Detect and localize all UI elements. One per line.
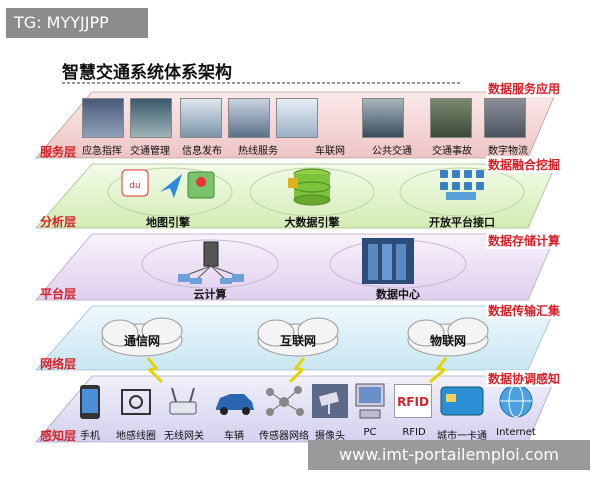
svg-text:du: du <box>129 181 140 191</box>
perception-caption-8: 城市一卡通 <box>437 431 487 442</box>
rfid-icon: RFID <box>394 384 432 418</box>
service-caption-6: 交通事故 <box>432 146 472 157</box>
analysis-caption-0: 地图引擎 <box>146 216 190 229</box>
pc-icon <box>355 383 385 419</box>
photo-traffic-management <box>130 98 172 138</box>
perception-caption-9: Internet <box>496 427 536 438</box>
perception-caption-3: 车辆 <box>224 431 244 442</box>
photo-hotline-service <box>228 98 270 138</box>
lightning-3 <box>429 357 448 384</box>
cloud-computing-icon <box>178 241 244 284</box>
photo-emergency-command <box>82 98 124 138</box>
analysis-ellipse-3 <box>399 167 525 217</box>
platform-layer-band <box>35 233 557 301</box>
globe-icon <box>499 384 533 418</box>
platform-caption-1: 数据中心 <box>376 288 420 301</box>
network-cloud-label-2: 物联网 <box>429 334 467 348</box>
perception-caption-1: 地感线圈 <box>116 431 156 442</box>
layer-label-platform: 平台层 <box>40 287 77 301</box>
layer-label-analysis: 分析层 <box>40 215 77 229</box>
photo-digital-logistics <box>484 98 526 138</box>
right-label-service: 数据服务应用 <box>486 80 563 97</box>
right-label-platform: 数据存储计算 <box>486 232 563 249</box>
analysis-ellipse-1 <box>107 167 233 217</box>
loop-sensor-icon <box>121 389 151 415</box>
camera-icon <box>312 384 348 418</box>
perception-caption-7: RFID <box>402 427 426 438</box>
phone-icon <box>80 385 100 419</box>
watermark-top: TG: MYYJJPP <box>6 8 148 38</box>
gateway-icon <box>169 387 197 415</box>
service-caption-1: 交通管理 <box>130 146 170 157</box>
open-platform-icon <box>440 170 484 200</box>
database-icon <box>288 168 331 206</box>
sensor-network-icon <box>266 386 304 416</box>
photo-public-transport <box>362 98 404 138</box>
perception-caption-0: 手机 <box>80 431 100 442</box>
cloud-communication <box>101 317 183 357</box>
layer-label-perception: 感知层 <box>40 429 77 443</box>
right-label-perception: 数据协调感知 <box>486 370 563 387</box>
cloud-iot <box>407 317 489 357</box>
analysis-ellipse-2 <box>249 167 375 217</box>
service-caption-2: 信息发布 <box>182 146 222 157</box>
car-icon <box>216 394 254 415</box>
service-caption-5: 公共交通 <box>372 146 412 157</box>
platform-caption-0: 云计算 <box>193 288 227 301</box>
right-label-network: 数据传输汇集 <box>486 302 563 319</box>
network-cloud-label-1: 互联网 <box>279 334 317 348</box>
photo-info-release <box>180 98 222 138</box>
diagram-title: 智慧交通系统体系架构 <box>62 63 232 83</box>
perception-caption-4: 传感器网络 <box>259 431 309 442</box>
perception-caption-6: PC <box>363 427 377 438</box>
analysis-caption-2: 开放平台接口 <box>429 216 495 229</box>
layer-label-service: 服务层 <box>40 145 77 159</box>
perception-caption-5: 摄像头 <box>315 431 345 442</box>
city-card-icon <box>440 386 484 416</box>
analysis-caption-1: 大数据引擎 <box>284 216 340 229</box>
service-caption-7: 数字物流 <box>488 146 528 157</box>
right-label-analysis: 数据融合挖掘 <box>486 156 563 173</box>
perception-caption-2: 无线网关 <box>164 431 204 442</box>
cloud-internet <box>257 317 339 357</box>
title-underline <box>62 82 462 84</box>
lightning-1 <box>146 357 164 384</box>
service-caption-4: 车联网 <box>315 146 345 157</box>
service-caption-0: 应急指挥 <box>82 146 122 157</box>
rfid-icon-text: RFID <box>397 395 429 409</box>
photo-traffic-accident <box>430 98 472 138</box>
layer-label-network: 网络层 <box>40 357 77 371</box>
photo-vehicle-network <box>276 98 318 138</box>
data-center-icon <box>362 238 414 284</box>
map-engine-icon: du <box>121 169 215 199</box>
watermark-bottom: www.imt-portailemploi.com <box>308 440 590 470</box>
lightning-2 <box>288 357 306 384</box>
network-cloud-label-0: 通信网 <box>123 334 161 348</box>
service-caption-3: 热线服务 <box>238 146 278 157</box>
platform-ellipse-1 <box>141 239 279 289</box>
